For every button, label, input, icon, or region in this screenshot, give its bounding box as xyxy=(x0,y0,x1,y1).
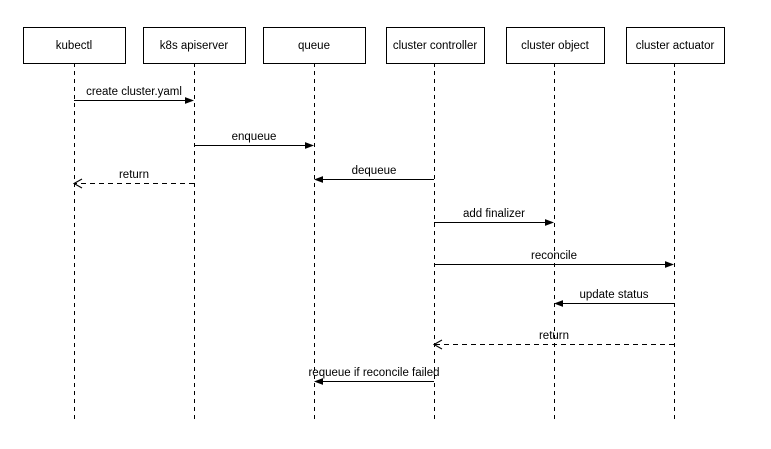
message-dequeue[interactable]: dequeue xyxy=(314,165,434,183)
message-label-return-to-kubectl: return xyxy=(119,169,149,181)
lifelines-layer xyxy=(74,63,675,420)
participant-box-kubectl xyxy=(23,27,126,64)
participant-label-kubectl: kubectl xyxy=(56,40,92,52)
message-label-reconcile: reconcile xyxy=(531,250,577,262)
participants-layer: kubectl k8s apiserver queue cluster control… xyxy=(23,27,725,64)
participant-box-cluster-controller xyxy=(386,27,485,64)
participant-box-cluster-actuator xyxy=(626,27,725,64)
message-label-enqueue: enqueue xyxy=(232,131,277,143)
participant-label-cluster-controller: cluster controller xyxy=(393,40,478,52)
message-arrowhead-reconcile xyxy=(665,261,674,268)
message-label-update-status: update status xyxy=(579,289,648,301)
message-label-add-finalizer: add finalizer xyxy=(463,208,525,220)
message-label-create-cluster-yaml: create cluster.yaml xyxy=(86,86,182,98)
participant-label-queue: queue xyxy=(298,40,330,52)
message-arrowhead-update-status xyxy=(554,300,563,307)
message-return-to-controller[interactable]: return xyxy=(432,330,674,350)
participant-cluster-object[interactable]: cluster object xyxy=(506,27,605,64)
participant-apiserver[interactable]: k8s apiserver xyxy=(143,27,246,64)
participant-label-cluster-actuator: cluster actuator xyxy=(636,40,715,52)
message-arrowhead-return-to-controller xyxy=(432,339,443,350)
message-enqueue[interactable]: enqueue xyxy=(194,131,314,149)
message-reconcile[interactable]: reconcile xyxy=(434,250,674,268)
message-return-to-kubectl[interactable]: return xyxy=(72,169,194,189)
participant-queue[interactable]: queue xyxy=(263,27,366,64)
participant-box-cluster-object xyxy=(506,27,605,64)
participant-cluster-actuator[interactable]: cluster actuator xyxy=(626,27,725,64)
message-arrowhead-requeue-if-failed xyxy=(314,378,323,385)
message-update-status[interactable]: update status xyxy=(554,289,674,307)
message-arrowhead-return-to-kubectl xyxy=(72,178,83,189)
participant-box-queue xyxy=(263,27,366,64)
message-arrowhead-dequeue xyxy=(314,176,323,183)
participant-kubectl[interactable]: kubectl xyxy=(23,27,126,64)
message-requeue-if-failed[interactable]: requeue if reconcile failed xyxy=(308,367,440,385)
participant-box-apiserver xyxy=(143,27,246,64)
message-arrowhead-add-finalizer xyxy=(545,219,554,226)
messages-layer: create cluster.yaml enqueue return dequeue a… xyxy=(72,86,674,385)
message-create-cluster-yaml[interactable]: create cluster.yaml xyxy=(74,86,194,104)
message-label-requeue-if-failed: requeue if reconcile failed xyxy=(308,367,439,379)
message-label-dequeue: dequeue xyxy=(352,165,397,177)
message-arrowhead-enqueue xyxy=(305,142,314,149)
participant-label-cluster-object: cluster object xyxy=(521,40,590,52)
message-add-finalizer[interactable]: add finalizer xyxy=(434,208,554,226)
message-arrowhead-create-cluster-yaml xyxy=(185,97,194,104)
participant-label-apiserver: k8s apiserver xyxy=(160,40,229,52)
participant-cluster-controller[interactable]: cluster controller xyxy=(386,27,485,64)
message-label-return-to-controller: return xyxy=(539,330,569,342)
